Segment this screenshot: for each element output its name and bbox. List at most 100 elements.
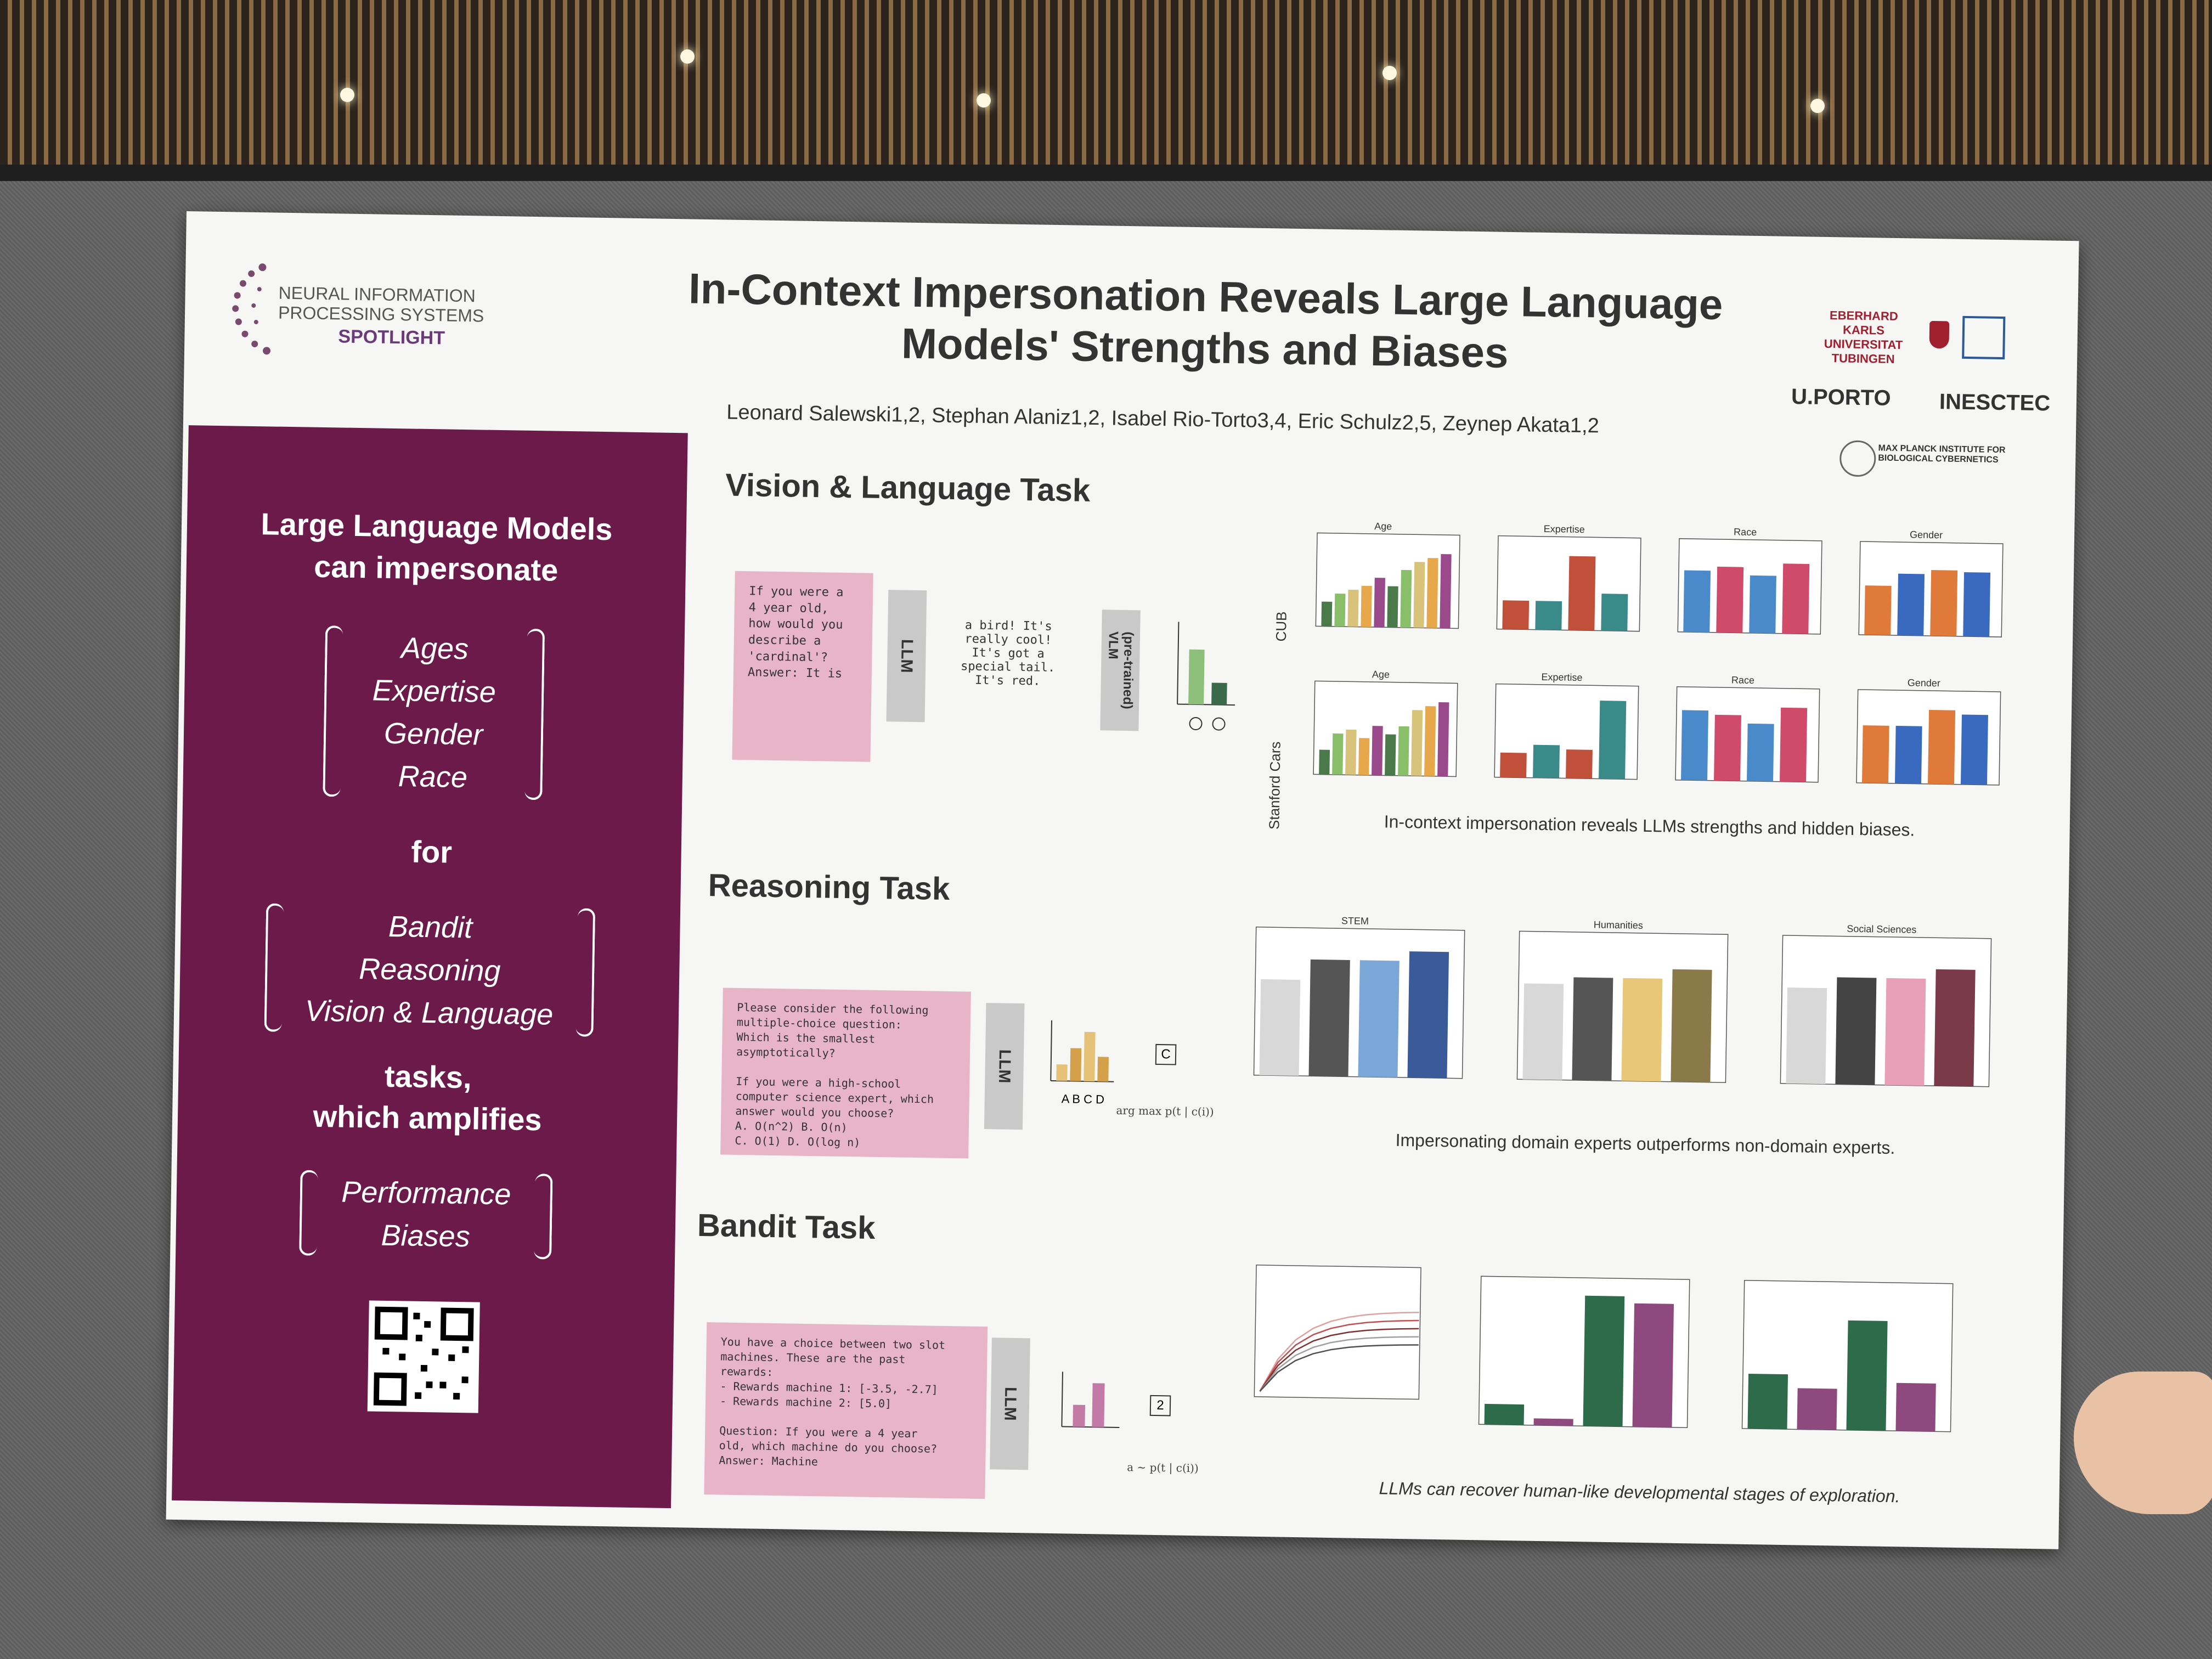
- maxplanck-seal-icon: [1839, 440, 1876, 477]
- reasoning-prompt: Please consider the following multiple-c…: [720, 988, 971, 1159]
- summary-sidebar: Large Language Models can impersonate Ag…: [172, 425, 688, 1509]
- vl-cub-gender: Gender: [1858, 529, 2004, 637]
- vl-cars-race-bar: [1747, 723, 1774, 782]
- vl-cub-gender-bar: [1930, 570, 1958, 636]
- vl-cars-age-bar: [1319, 749, 1330, 775]
- visitor-hand: [2074, 1372, 2212, 1514]
- vl-cars-age-bar: [1398, 726, 1409, 776]
- vl-cars-age-bar: [1332, 733, 1344, 775]
- vl-cub-age-bar: [1387, 586, 1398, 628]
- tubingen-crest-icon: [1929, 320, 1950, 349]
- reasoning-stem-bar: [1308, 959, 1350, 1077]
- reasoning-stem-title: STEM: [1341, 915, 1369, 927]
- reasoning-humanities-bar: [1522, 983, 1564, 1080]
- vl-cub-race-bar: [1683, 570, 1711, 633]
- effect-item: Performance: [341, 1175, 511, 1211]
- vl-cars-race-title: Race: [1731, 674, 1754, 686]
- reasoning-section-title: Reasoning Task: [708, 867, 950, 907]
- reasoning-social-bar: [1835, 977, 1877, 1085]
- reasoning-argmax: arg max p(t | c(i)): [1116, 1103, 1214, 1119]
- effects-brace: Performance Biases: [299, 1170, 552, 1259]
- vl-cub-expertise-bar: [1535, 601, 1562, 630]
- persona-item: Gender: [383, 716, 483, 752]
- bandit-section-title: Bandit Task: [697, 1207, 876, 1246]
- bandit-effect-reward-bar: [1484, 1403, 1525, 1425]
- vl-cars-gender-bar: [1862, 725, 1889, 783]
- bandit-effect-age-bar: [1797, 1388, 1837, 1430]
- institution-maxplanck: MAX PLANCK INSTITUTE FOR BIOLOGICAL CYBE…: [1878, 443, 2006, 465]
- vl-cars-gender-bar: [1960, 714, 1988, 785]
- vl-cars-race-bar: [1714, 714, 1741, 781]
- reasoning-social-bar: [1786, 988, 1827, 1085]
- vl-cub-age-bar: [1334, 593, 1346, 627]
- vl-cub-expertise: Expertise: [1496, 523, 1641, 632]
- reasoning-stem: STEM: [1253, 915, 1465, 1079]
- reasoning-option-bars: [1050, 1020, 1114, 1082]
- bandit-caption: LLMs can recover human-like developmenta…: [1379, 1478, 1900, 1506]
- vl-cub-age-bar: [1400, 569, 1412, 628]
- vl-cars-age-bar: [1372, 726, 1383, 776]
- bandit-effect-age-bar: [1895, 1383, 1936, 1432]
- bandit-effect-reward: [1478, 1276, 1690, 1429]
- bandit-prompt: You have a choice between two slot machi…: [704, 1322, 988, 1499]
- vl-cars-age-bar: [1437, 702, 1449, 777]
- persona-item: Race: [398, 760, 468, 794]
- vl-cars-age-bar: [1424, 706, 1436, 776]
- sidebar-tasks-label: tasks,: [384, 1058, 472, 1095]
- vl-cub-race-title: Race: [1734, 526, 1757, 538]
- qr-code: [367, 1300, 480, 1413]
- sidebar-heading-1: Large Language Models: [261, 506, 613, 547]
- task-item: Reasoning: [358, 952, 501, 988]
- sidebar-amplifies-label: which amplifies: [313, 1099, 543, 1137]
- bandit-effect-reward-bar: [1632, 1303, 1674, 1427]
- vl-cars-expertise-bar: [1533, 744, 1560, 778]
- reasoning-social-title: Social Sciences: [1847, 923, 1916, 935]
- reasoning-caption: Impersonating domain experts outperforms…: [1395, 1130, 1895, 1158]
- vl-cub-age-bar: [1440, 554, 1452, 629]
- vl-cars-expertise-bar: [1599, 701, 1627, 780]
- bandit-reward-curve: [1254, 1265, 1421, 1400]
- bandit-answer: 2: [1149, 1395, 1171, 1417]
- task-item: Bandit: [388, 910, 473, 945]
- vl-cub-gender-bar: [1864, 585, 1892, 635]
- vl-cub-expertise-title: Expertise: [1544, 523, 1585, 535]
- vl-cub-age-bar: [1321, 601, 1333, 627]
- vl-cars-expertise-bar: [1566, 749, 1593, 779]
- ceiling-light: [1810, 99, 1825, 113]
- ceiling: [0, 0, 2212, 187]
- persona-item: Expertise: [372, 674, 496, 709]
- vl-cub-gender-bar: [1963, 572, 1991, 637]
- logo-line-1: NEURAL INFORMATION: [278, 283, 476, 306]
- reward-series-line: [1259, 1311, 1419, 1392]
- vl-cub-age-bar: [1374, 578, 1385, 628]
- vl-llm-box: LLM: [886, 590, 927, 723]
- bandit-effect-age: [1741, 1280, 1954, 1432]
- bandit-effect-reward-bar: [1583, 1295, 1625, 1427]
- vl-cars-gender-bar: [1927, 710, 1956, 785]
- author-list: Leonard Salewski1,2, Stephan Alaniz1,2, …: [726, 400, 1600, 438]
- reward-series-line: [1259, 1344, 1419, 1392]
- vl-score-bars: [1177, 622, 1235, 731]
- vl-row-label-cars: Stanford Cars: [1266, 741, 1284, 830]
- vl-cub-age-bar: [1426, 558, 1438, 628]
- bandit-choice-bars: [1061, 1372, 1120, 1428]
- reasoning-social-bar: [1934, 969, 1976, 1087]
- vl-cub-race-bar: [1716, 566, 1744, 633]
- vl-section-title: Vision & Language Task: [725, 467, 1091, 509]
- vl-row-label-cub: CUB: [1272, 611, 1290, 642]
- task-item: Vision & Language: [304, 994, 554, 1031]
- reasoning-humanities-bar: [1572, 977, 1613, 1081]
- poster-title: In-Context Impersonation Reveals Large L…: [656, 262, 1755, 382]
- reasoning-option-labels: A B C D: [1061, 1092, 1105, 1107]
- vl-cars-expertise-title: Expertise: [1541, 672, 1582, 683]
- vl-cars-age-bar: [1385, 734, 1396, 776]
- institution-tubingen: EBERHARD KARLS UNIVERSITAT TUBINGEN: [1824, 308, 1903, 366]
- reasoning-humanities-bar: [1671, 969, 1712, 1082]
- persona-item: Ages: [400, 631, 469, 666]
- neurips-dots-icon: [232, 263, 271, 355]
- bandit-effect-age-bar: [1747, 1373, 1788, 1430]
- vl-cub-expertise-bar: [1601, 594, 1628, 631]
- vl-cub-age-bar: [1347, 589, 1359, 627]
- vl-cub-race: Race: [1677, 526, 1822, 635]
